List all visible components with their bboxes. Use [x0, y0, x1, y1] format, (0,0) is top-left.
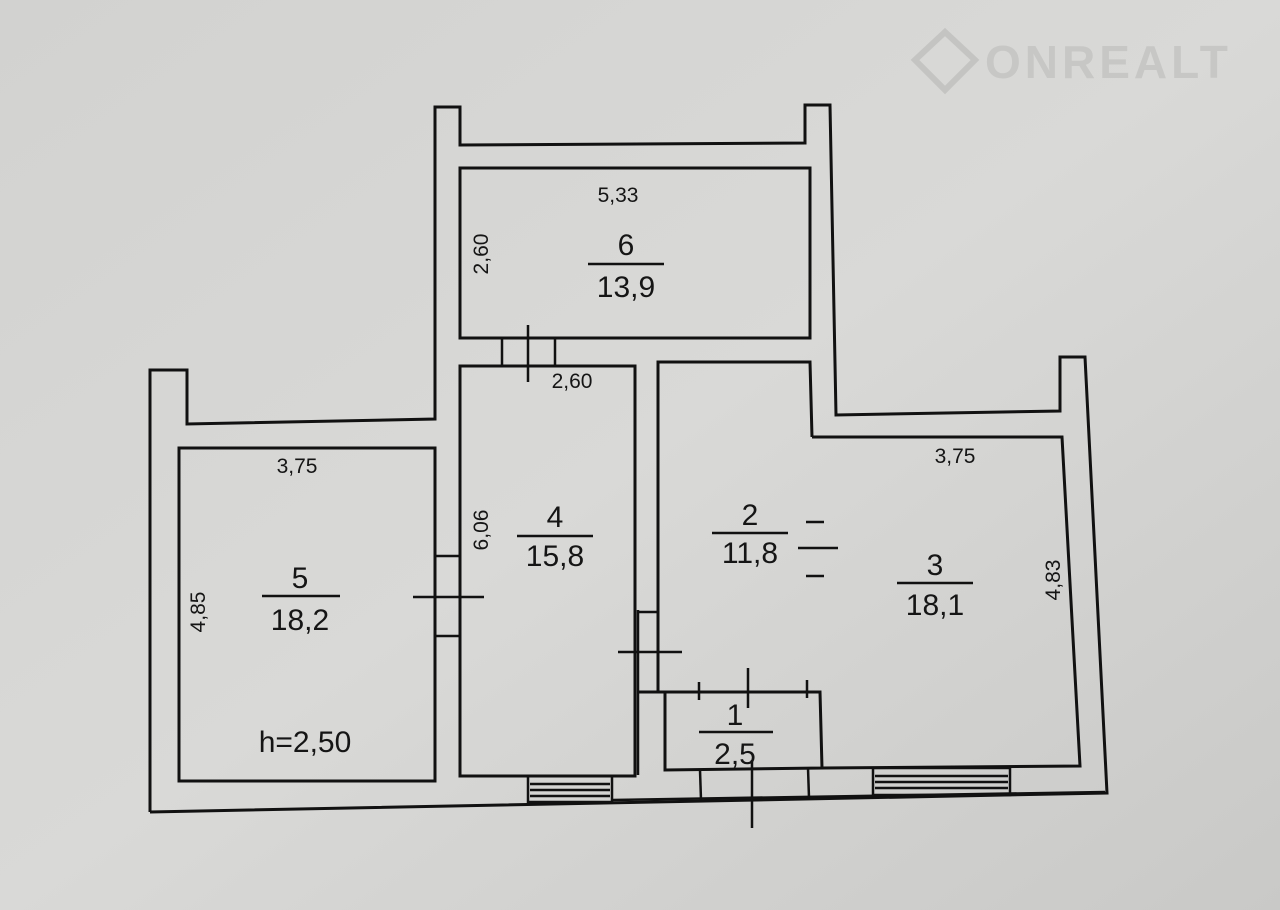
- door-2-3: [798, 520, 838, 578]
- room-6-outline: [458, 166, 812, 340]
- room-1-area: 2,5: [714, 738, 756, 771]
- room-4-width: 2,60: [552, 370, 593, 393]
- room-4-number: 4: [547, 501, 564, 534]
- door-4-hall: [618, 610, 682, 654]
- room-6-width: 5,33: [598, 184, 639, 207]
- room-3-width: 3,75: [935, 445, 976, 468]
- watermark-logo: ONREALT: [910, 27, 1232, 95]
- room-3-number: 3: [927, 549, 944, 582]
- inner-wall-bottom: [611, 790, 1106, 802]
- window-room-4: [526, 774, 614, 804]
- door-5-4: [413, 554, 484, 638]
- room-2-number: 2: [742, 499, 759, 532]
- room-4-area: 15,8: [526, 540, 584, 573]
- door-1-2: [697, 668, 809, 708]
- room-4-length: 6,06: [470, 510, 493, 551]
- room-5-area: 18,2: [271, 604, 329, 637]
- room-5-width: 3,75: [277, 455, 318, 478]
- room-5-outline: [177, 446, 437, 783]
- room-2-area: 11,8: [722, 537, 778, 570]
- room-5-length: 4,85: [187, 592, 210, 633]
- room-1-number: 1: [727, 699, 744, 732]
- door-6-4: [500, 325, 557, 382]
- outer-wall: [148, 103, 1109, 814]
- ceiling-height: h=2,50: [259, 726, 352, 759]
- room-5-number: 5: [292, 562, 309, 595]
- room-3-area: 18,1: [906, 589, 964, 622]
- room-6-area: 13,9: [597, 271, 655, 304]
- room-3-length: 4,83: [1042, 560, 1065, 601]
- entrance-door: [698, 760, 811, 828]
- room-6-length: 2,60: [470, 234, 493, 275]
- watermark-text: ONREALT: [985, 36, 1232, 88]
- room-6-number: 6: [618, 229, 635, 262]
- window-room-3: [871, 766, 1012, 797]
